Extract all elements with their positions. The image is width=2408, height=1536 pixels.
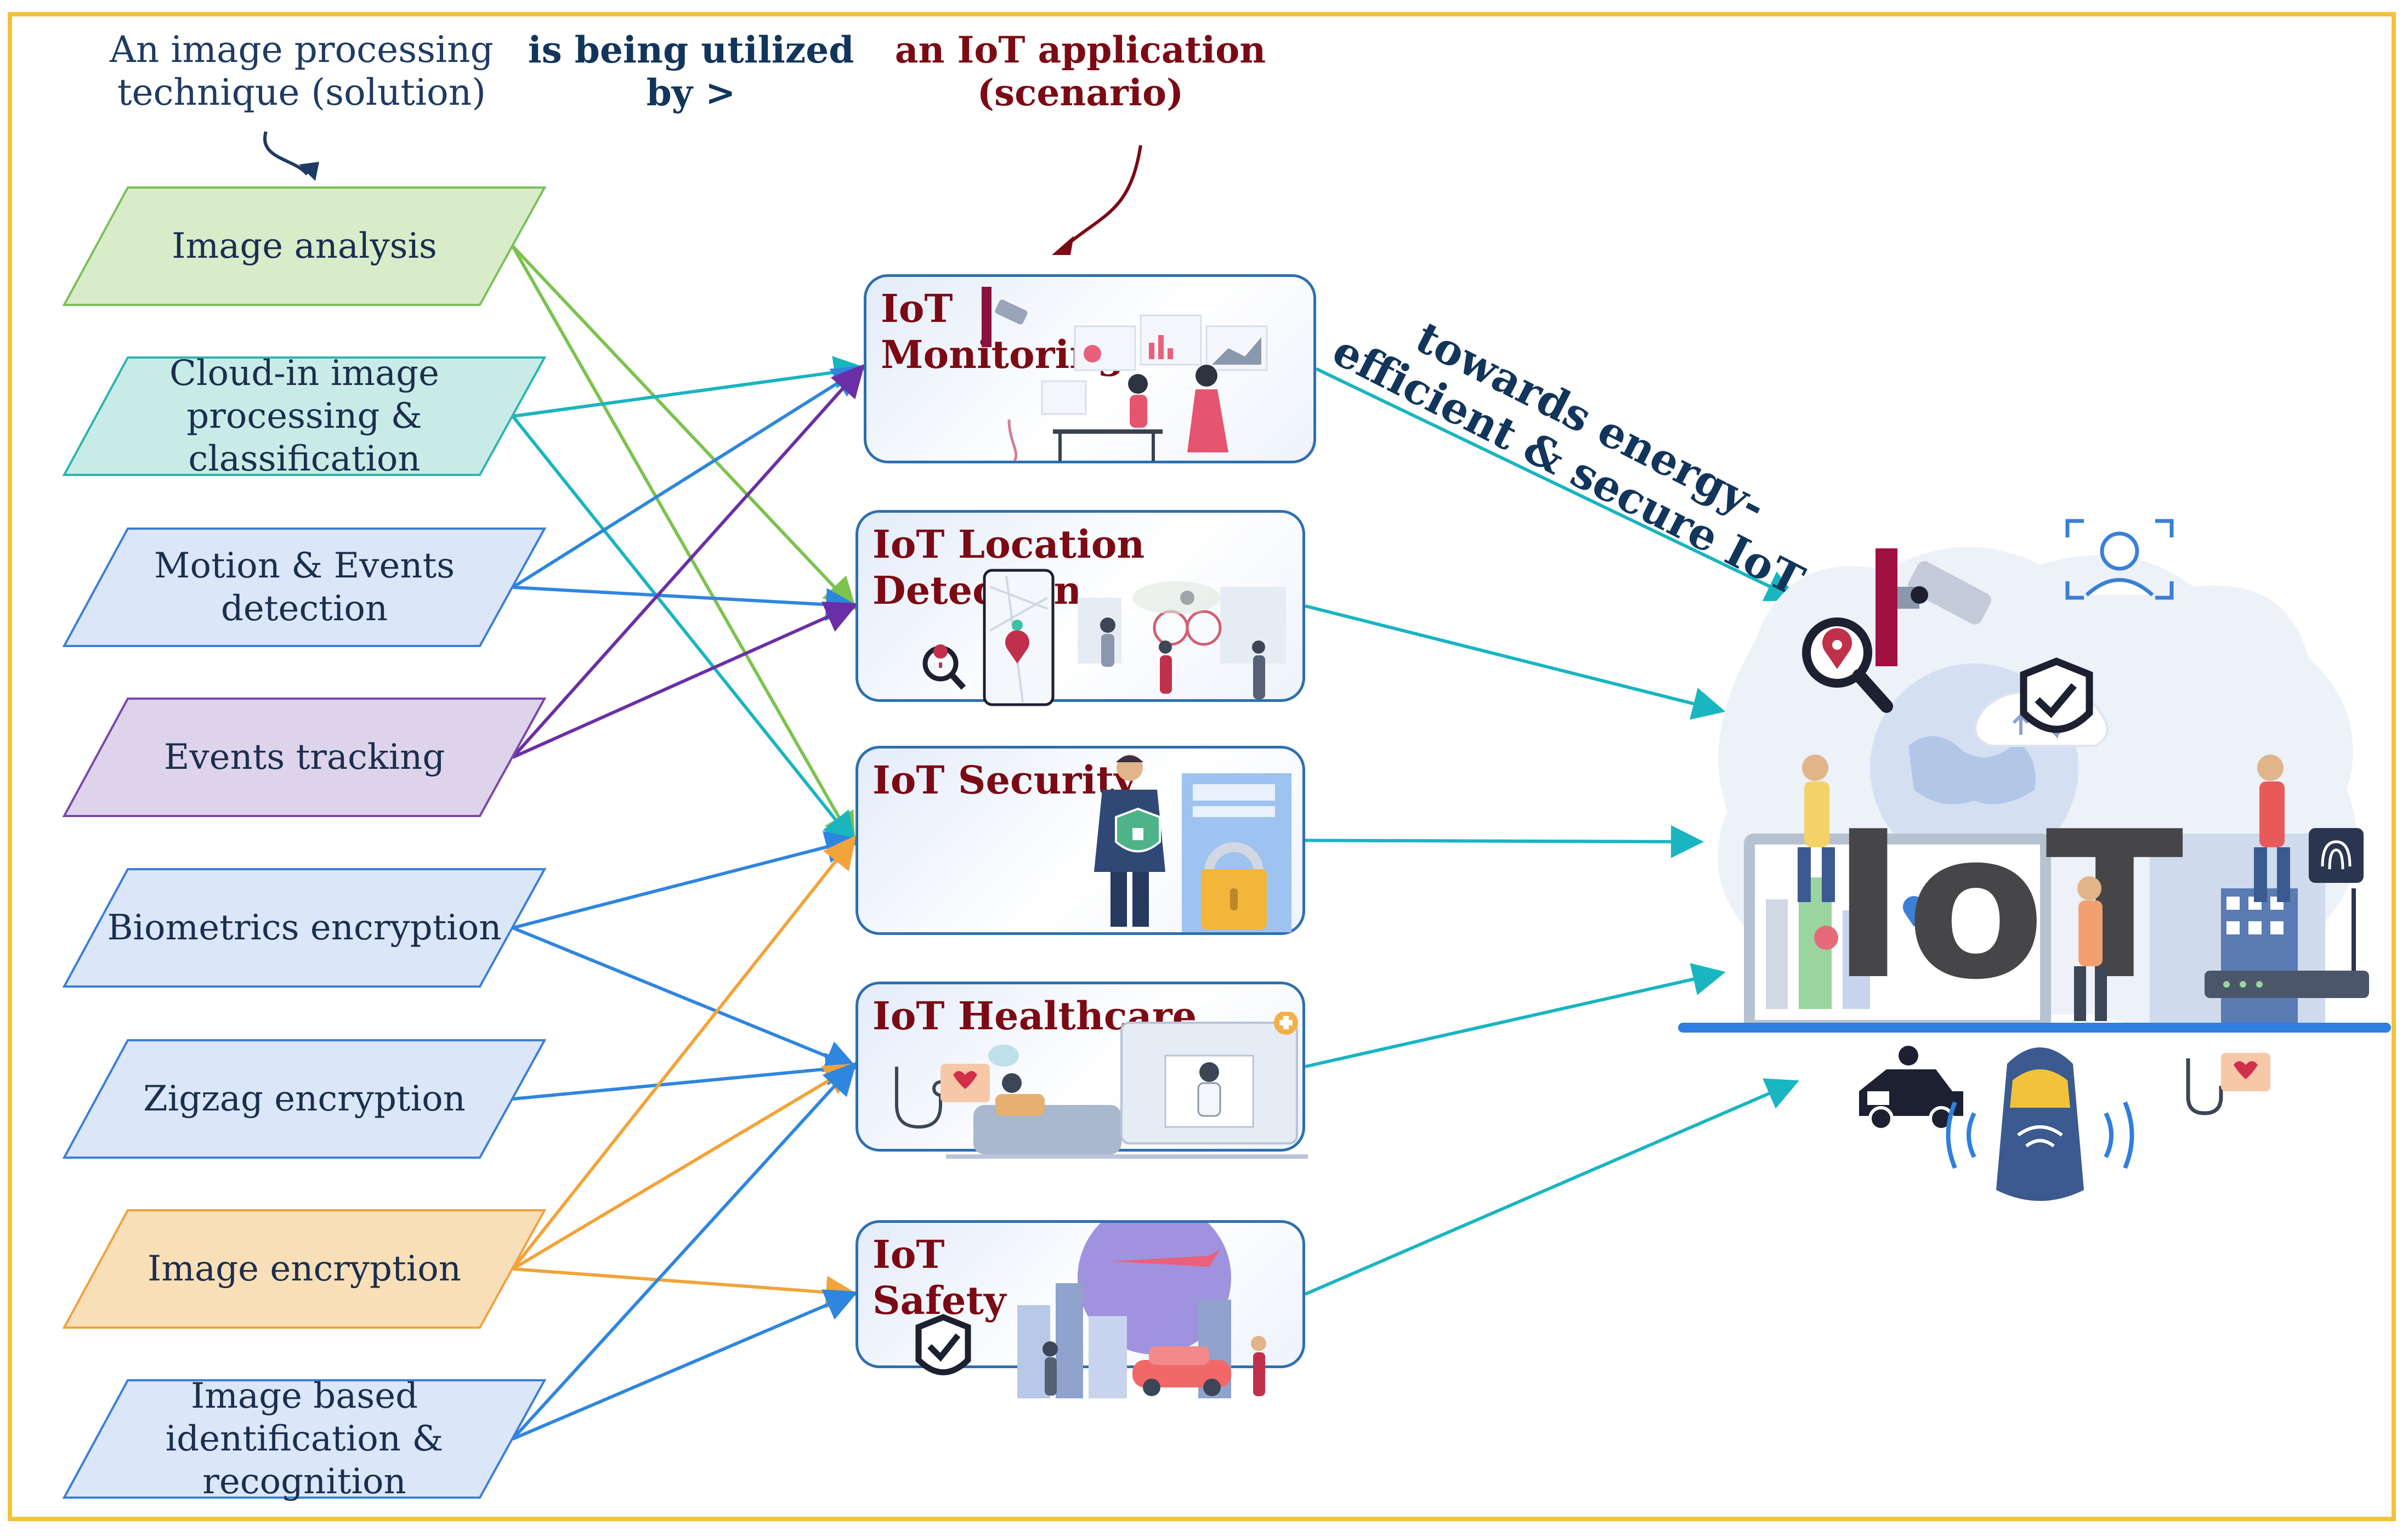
header-technique-pointer-head xyxy=(299,162,319,181)
technique-label: Biometrics encryption xyxy=(107,908,502,948)
header-utilized: is being utilized by > xyxy=(528,29,854,114)
scenario-monitoring: IoT Monitoring xyxy=(864,274,1316,463)
fingerprint-icon xyxy=(2309,828,2364,883)
technique-cloud-processing: Cloud-in image processing & classificati… xyxy=(62,353,547,479)
output-arrow-healthcare xyxy=(1305,963,1726,1068)
link-cloud-processing-to-security xyxy=(511,415,857,846)
location-illustration xyxy=(922,569,1286,706)
safety-illustration xyxy=(915,1223,1266,1398)
location-search-icon xyxy=(1802,617,1893,713)
link-image-encryption-to-security xyxy=(511,835,857,1270)
technique-shape xyxy=(62,868,547,988)
link-image-identification-to-healthcare xyxy=(511,1062,857,1441)
technique-shape xyxy=(62,1209,547,1329)
link-image-analysis-to-location xyxy=(511,245,857,611)
link-image-analysis-to-security xyxy=(511,245,855,846)
technique-label: Cloud-in image processing & classificati… xyxy=(169,353,439,479)
technique-shape xyxy=(62,186,547,306)
link-image-encryption-to-healthcare xyxy=(512,1063,858,1271)
technique-zigzag-encryption: Zigzag encryption xyxy=(62,1039,547,1159)
iot-illustration: IoT xyxy=(1678,519,2391,1201)
scenario-location: IoT Location Detection xyxy=(855,510,1305,706)
output-arrow-monitoring xyxy=(1315,367,1799,602)
technique-shape xyxy=(62,528,547,647)
scenario-title: IoT Safety xyxy=(872,1232,1006,1323)
iot-base-bar xyxy=(1678,1023,2391,1033)
diagram-frame xyxy=(8,12,2396,1521)
technique-image-encryption: Image encryption xyxy=(62,1209,547,1329)
technique-label: Zigzag encryption xyxy=(143,1079,466,1119)
router-icon xyxy=(2205,888,2369,998)
stethoscope-icon xyxy=(2186,1053,2270,1115)
link-image-encryption-to-safety xyxy=(512,1267,859,1309)
link-biometrics-encryption-to-security xyxy=(512,831,859,929)
link-events-tracking-to-monitoring xyxy=(511,364,865,759)
technique-events-tracking: Events tracking xyxy=(62,698,547,817)
scenario-title: IoT Healthcare xyxy=(872,993,1197,1039)
connected-car-icon xyxy=(1946,1047,2134,1201)
output-arrow-safety xyxy=(1304,1078,1800,1296)
link-motion-detection-to-monitoring xyxy=(512,365,866,589)
technique-shape xyxy=(62,698,547,817)
scenario-security: IoT Security xyxy=(855,746,1305,935)
scenario-title: IoT Security xyxy=(872,757,1136,803)
link-image-identification-to-safety xyxy=(512,1289,859,1441)
cctv-camera-icon xyxy=(1897,561,1991,625)
scenario-healthcare: IoT Healthcare xyxy=(855,982,1308,1159)
header-application-pointer xyxy=(1060,145,1142,251)
iot-logo-text: IoT xyxy=(1831,789,2185,1024)
technique-shape xyxy=(62,1379,547,1499)
technique-image-analysis: Image analysis xyxy=(62,186,547,306)
header-technique-pointer xyxy=(263,131,309,175)
shield-check-icon xyxy=(915,1314,971,1375)
link-zigzag-encryption-to-healthcare xyxy=(512,1052,859,1101)
technique-shape xyxy=(62,356,547,476)
healthcare-illustration xyxy=(895,1012,1308,1159)
technique-label: Image encryption xyxy=(148,1249,461,1289)
face-recognition-icon xyxy=(2065,519,2174,600)
link-events-tracking-to-location xyxy=(512,602,858,759)
stethoscope-icon xyxy=(895,1067,942,1129)
technique-shape xyxy=(62,1039,547,1159)
link-motion-detection-to-location xyxy=(512,586,859,621)
shield-check-icon xyxy=(2020,657,2093,733)
header-application-pointer-head xyxy=(1052,236,1074,255)
link-biometrics-encryption-to-healthcare xyxy=(512,926,859,1072)
header-application: an IoT application (scenario) xyxy=(894,29,1266,114)
camera-pole xyxy=(1876,548,1897,666)
output-arrow-location xyxy=(1305,604,1726,720)
header-technique: An image processing technique (solution) xyxy=(110,29,494,114)
scenario-safety: IoT Safety xyxy=(855,1220,1305,1398)
technique-biometrics-encryption: Biometrics encryption xyxy=(62,868,547,988)
output-arrow-security xyxy=(1305,825,1704,858)
link-cloud-processing-to-monitoring xyxy=(512,356,867,418)
police-car-icon xyxy=(1859,1046,1963,1131)
security-illustration xyxy=(1094,755,1291,932)
technique-motion-detection: Motion & Events detection xyxy=(62,528,547,647)
technique-label: Events tracking xyxy=(163,737,445,778)
technique-label: Motion & Events detection xyxy=(154,546,455,629)
padlock-icon xyxy=(1204,842,1264,872)
technique-label: Image analysis xyxy=(172,226,437,267)
monitoring-illustration xyxy=(982,287,1268,462)
technique-image-identification: Image based identification & recognition xyxy=(62,1376,547,1502)
technique-label: Image based identification & recognition xyxy=(165,1376,444,1502)
